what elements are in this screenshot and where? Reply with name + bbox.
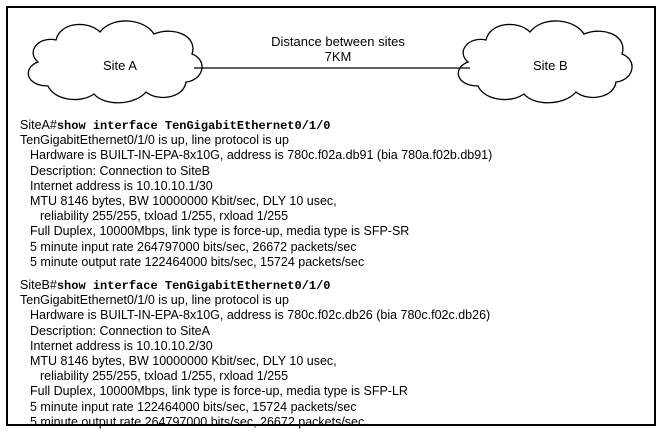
- output-line: Hardware is BUILT-IN-EPA-8x10G, address …: [30, 308, 491, 323]
- output-line: 5 minute output rate 122464000 bits/sec,…: [30, 254, 365, 269]
- site-b-label: Site B: [533, 58, 568, 73]
- output-line: Internet address is 10.10.10.2/30: [30, 338, 213, 353]
- output-line: Hardware is BUILT-IN-EPA-8x10G, address …: [30, 148, 493, 163]
- output-line: Full Duplex, 10000Mbps, link type is for…: [30, 224, 410, 239]
- site-b-command-line: SiteB#show interface TenGigabitEthernet0…: [20, 278, 490, 293]
- output-line: reliability 255/255, txload 1/255, rxloa…: [40, 369, 289, 384]
- output-line: Internet address is 10.10.10.1/30: [30, 178, 213, 193]
- site-b-prompt: SiteB#: [20, 278, 57, 292]
- distance-label-line1: Distance between sites: [271, 34, 405, 49]
- output-line: MTU 8146 bytes, BW 10000000 Kbit/sec, DL…: [30, 193, 337, 208]
- output-line: Full Duplex, 10000Mbps, link type is for…: [30, 384, 408, 399]
- site-a-command: show interface TenGigabitEthernet0/1/0: [56, 119, 331, 133]
- output-line: MTU 8146 bytes, BW 10000000 Kbit/sec, DL…: [30, 353, 337, 368]
- output-line: 5 minute input rate 122464000 bits/sec, …: [30, 399, 357, 414]
- output-line: TenGigabitEthernet0/1/0 is up, line prot…: [20, 133, 289, 148]
- output-line: reliability 255/255, txload 1/255, rxloa…: [40, 209, 289, 224]
- output-line: TenGigabitEthernet0/1/0 is up, line prot…: [20, 293, 289, 308]
- output-line: Description: Connection to SiteA: [30, 323, 210, 338]
- output-line: 5 minute input rate 264797000 bits/sec, …: [30, 239, 357, 254]
- site-a-label: Site A: [103, 58, 137, 73]
- distance-label: Distance between sites 7KM: [238, 34, 438, 64]
- site-a-command-line: SiteA#show interface TenGigabitEthernet0…: [20, 118, 492, 133]
- site-a-output: SiteA#show interface TenGigabitEthernet0…: [20, 118, 492, 270]
- network-diagram: Site A Site B Distance between sites 7KM: [8, 8, 658, 118]
- diagram-svg: [27, 20, 633, 104]
- site-b-command: show interface TenGigabitEthernet0/1/0: [56, 279, 331, 293]
- figure-frame: Site A Site B Distance between sites 7KM…: [6, 6, 658, 429]
- distance-label-line2: 7KM: [324, 49, 352, 64]
- site-b-output: SiteB#show interface TenGigabitEthernet0…: [20, 278, 490, 430]
- site-b-cloud: [457, 20, 633, 104]
- output-line: Description: Connection to SiteB: [30, 163, 210, 178]
- output-line: 5 minute output rate 264797000 bits/sec,…: [30, 414, 365, 429]
- site-a-cloud: [27, 20, 203, 104]
- site-a-prompt: SiteA#: [20, 118, 57, 132]
